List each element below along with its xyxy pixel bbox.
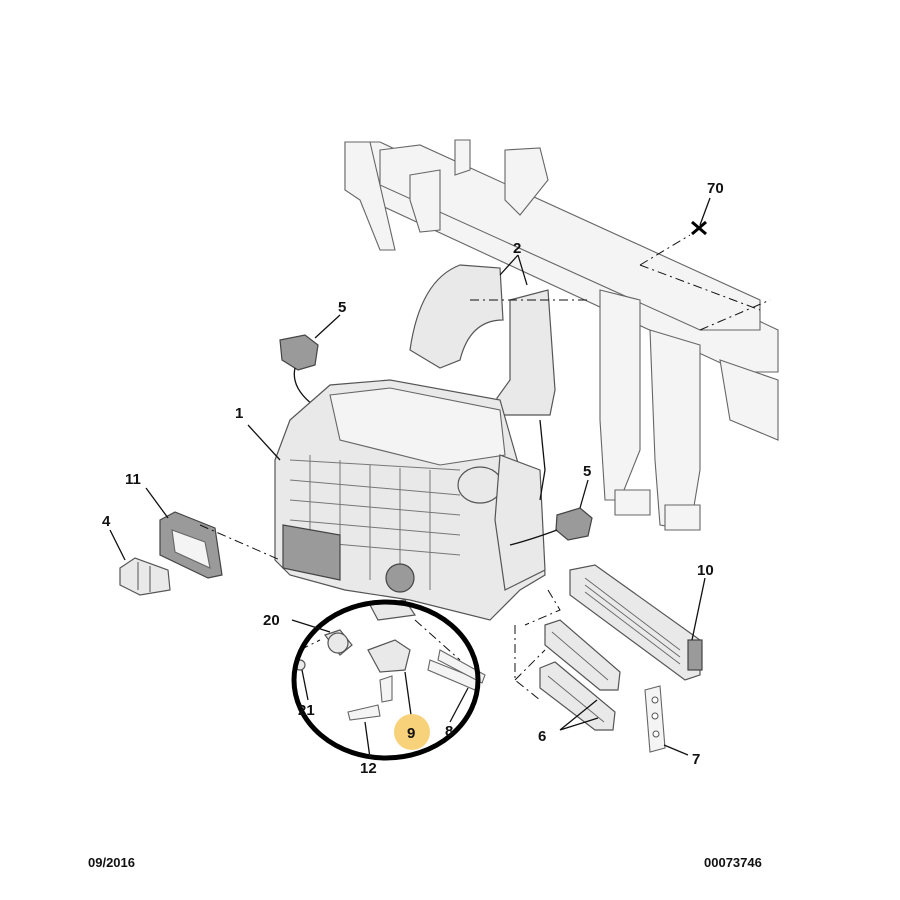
- dashboard-crossbeam: [344, 139, 779, 531]
- callout-8: 8: [445, 723, 453, 740]
- callout-4: 4: [102, 513, 111, 530]
- callout-5-right: 5: [583, 463, 591, 480]
- callout-leaders: [109, 197, 711, 759]
- callout-10: 10: [697, 562, 714, 579]
- callout-70: 70: [707, 180, 724, 197]
- callout-5-top: 5: [338, 299, 346, 316]
- pollen-filters: [514, 619, 621, 731]
- callout-numbers: 70 2 5 1 11 4 5 10 20 21 9 8 12 6 7: [102, 180, 724, 777]
- callout-7: 7: [692, 751, 700, 768]
- callout-2: 2: [513, 240, 521, 257]
- assembly-lines: [199, 419, 561, 626]
- footer-reference: 00073746: [704, 855, 762, 870]
- callout-6: 6: [538, 728, 546, 745]
- blower-resistor: [119, 557, 171, 596]
- callout-9-highlight: [394, 714, 430, 750]
- callout-9: 9: [407, 725, 415, 742]
- seal-gasket: [644, 685, 666, 753]
- actuator-motor-top: [279, 334, 321, 411]
- callout-1: 1: [235, 405, 243, 422]
- callout-20: 20: [263, 612, 280, 629]
- callout-21: 21: [298, 702, 315, 719]
- air-duct: [409, 264, 590, 416]
- cross-mark-icon: [691, 220, 707, 236]
- highlight-circle: [291, 599, 481, 761]
- callout-12: 12: [360, 760, 377, 777]
- footer-date: 09/2016: [88, 855, 135, 870]
- expansion-valve-group: [294, 599, 486, 721]
- filter-frame: [159, 511, 223, 579]
- heater-matrix: [569, 564, 703, 681]
- callout-11: 11: [125, 471, 141, 488]
- hvac-housing: [274, 379, 546, 621]
